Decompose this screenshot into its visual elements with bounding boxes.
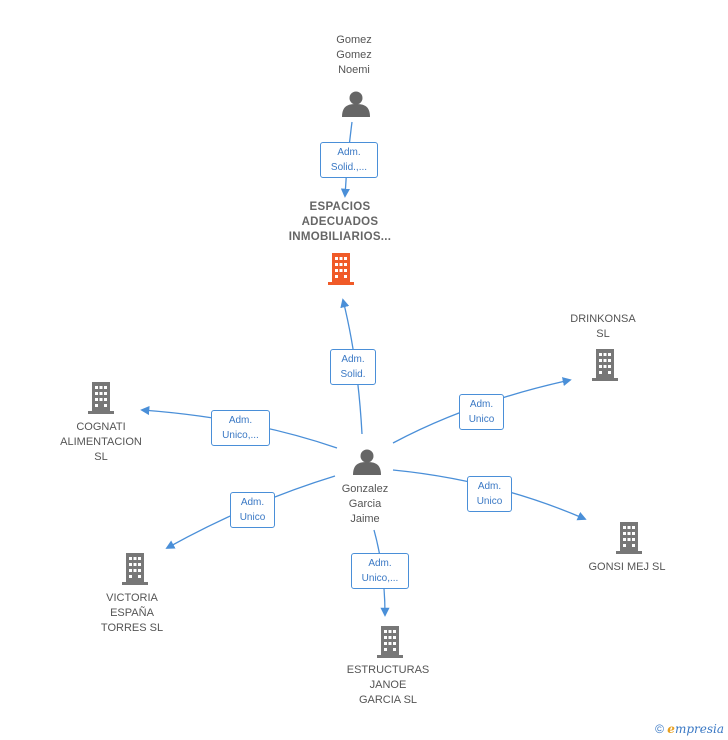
node-label-cognati[interactable]: COGNATI ALIMENTACION SL [60,421,142,463]
node-label-estructuras[interactable]: ESTRUCTURAS JANOE GARCIA SL [346,664,430,706]
building-icon-estructuras[interactable] [377,626,403,658]
brand-initial: e [667,722,675,736]
edge-label-gonzalez-victoria[interactable]: Adm. Unico [230,492,275,528]
edge-label-gonzalez-espacios[interactable]: Adm. Solid. [330,349,376,385]
node-label-victoria[interactable]: VICTORIA ESPAÑA TORRES SL [100,592,164,634]
node-label-drinkonsa[interactable]: DRINKONSA SL [570,313,636,340]
person-icon-gomez[interactable] [342,91,370,118]
node-label-gonsi[interactable]: GONSI MEJ SL [588,561,666,573]
node-label-gomez[interactable]: Gomez Gomez Noemi [336,34,372,76]
edge-label-gonzalez-gonsi[interactable]: Adm. Unico [467,476,512,512]
edge-label-gonzalez-drinkonsa[interactable]: Adm. Unico [459,394,504,430]
building-icon-cognati[interactable] [88,382,114,414]
building-icon-drinkonsa[interactable] [592,349,618,381]
edge-label-gomez-espacios[interactable]: Adm. Solid.,... [320,142,378,178]
empresia-logo[interactable]: © empresia [655,722,724,736]
edge-label-gonzalez-cognati[interactable]: Adm. Unico,... [211,410,270,446]
node-label-espacios[interactable]: ESPACIOS ADECUADOS INMOBILIARIOS... [288,201,392,243]
building-icon-victoria[interactable] [122,553,148,585]
building-icon-gonsi[interactable] [616,522,642,554]
copyright-symbol: © [655,722,664,736]
person-icon-gonzalez[interactable] [353,449,381,476]
brand-name: mpresia [674,722,724,736]
node-label-gonzalez[interactable]: Gonzalez Garcia Jaime [341,483,389,525]
edge-label-gonzalez-estructuras[interactable]: Adm. Unico,... [351,553,409,589]
building-icon-espacios[interactable] [328,253,354,285]
